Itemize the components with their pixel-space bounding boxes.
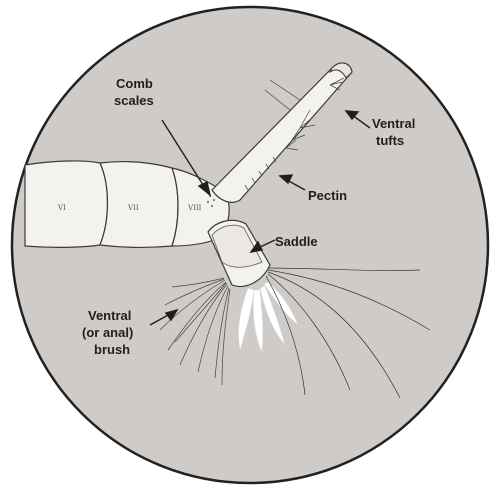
label-comb: Comb xyxy=(116,76,153,91)
label-ventral-tufts-1: Ventral xyxy=(372,116,415,131)
label-pectin: Pectin xyxy=(308,188,347,203)
label-saddle: Saddle xyxy=(275,234,318,249)
segment-label-vii: VII xyxy=(127,204,139,212)
label-brush-3: brush xyxy=(94,342,130,357)
label-brush-2: (or anal) xyxy=(82,325,133,340)
segment-label-vi: VI xyxy=(57,204,66,212)
label-brush-1: Ventral xyxy=(88,308,131,323)
segment-vi xyxy=(25,161,108,247)
label-ventral-tufts-2: tufts xyxy=(376,133,404,148)
segment-label-viii: VIII xyxy=(187,204,202,212)
label-scales: scales xyxy=(114,93,154,108)
segment-vii xyxy=(100,162,178,248)
